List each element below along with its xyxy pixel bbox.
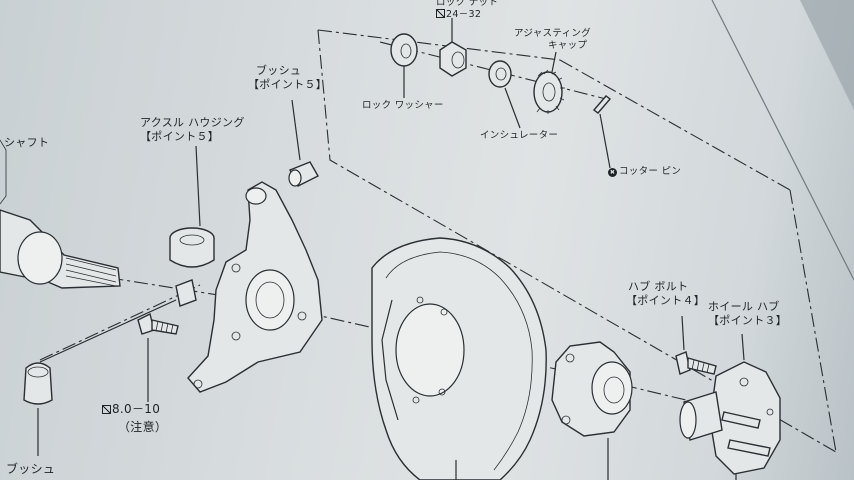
lock-nut-part <box>439 41 467 77</box>
lock-washer-label: ロック ワッシャー <box>362 100 444 111</box>
hub-bearing-part <box>551 341 633 437</box>
bush-top-part <box>288 161 319 187</box>
adjusting-cap-label-line1: アジャスティング <box>514 28 591 39</box>
insulator-label: インシュレーター <box>480 130 559 141</box>
wheel-hub-part <box>679 361 781 475</box>
cotter-pin-label: コッター ピン <box>608 166 681 177</box>
insulator-part <box>488 60 512 88</box>
lock-nut-label: ロック ナット <box>436 0 499 8</box>
dust-cover-part <box>371 237 547 480</box>
axle-housing-label-line1: アクスル ハウジング <box>140 116 245 129</box>
bush-bottom-part <box>23 362 53 405</box>
leader-insulator <box>504 87 521 129</box>
axle-housing-label-line2: 【ポイント５】 <box>140 130 220 143</box>
drive-shaft-part <box>0 139 121 289</box>
bush-top-label-line1: ブッシュ <box>256 64 302 77</box>
lock-washer-part <box>390 33 418 67</box>
leader-wheel-hub <box>741 333 745 361</box>
wheel-hub-label-line2: 【ポイント３】 <box>708 314 788 327</box>
housing-link-line <box>39 299 177 363</box>
housing-bush-part <box>169 227 215 268</box>
assembly-boundary-line <box>317 29 837 453</box>
axle-housing-part <box>187 181 323 393</box>
shaft-axis-line <box>39 284 201 361</box>
shaft-label: シャフト <box>4 136 50 149</box>
adjusting-cap-label-line2: キャップ <box>548 40 588 51</box>
housing-pin-part <box>175 279 197 307</box>
bush-bottom-label: ブッシュ <box>6 462 56 476</box>
leader-adjusting-cap <box>551 51 557 73</box>
assembly-boundary-line-top <box>317 29 561 61</box>
lock-nut-torque-label: 24－32 <box>436 9 481 20</box>
bush-top-label-line2: 【ポイント５】 <box>248 78 328 91</box>
hub-bolt-label-line1: ハブ ボルト <box>628 280 689 293</box>
caution-label: （注意） <box>118 420 168 434</box>
leader-bush-top <box>291 99 301 161</box>
assembly-boundary-line-right-2 <box>789 189 837 453</box>
cotter-pin-part <box>592 95 612 114</box>
adjusting-cap-part <box>533 69 565 114</box>
leader-cotter-pin <box>599 113 611 169</box>
wheel-hub-label-line1: ホイール ハブ <box>708 300 780 313</box>
knuckle-bolt-part <box>137 312 179 335</box>
hub-bolt-part <box>675 351 717 375</box>
leader-axle-housing <box>195 145 201 227</box>
bolt-torque-label: 8.0－10 <box>102 402 160 416</box>
hub-bolt-label-line2: 【ポイント４】 <box>626 294 706 307</box>
leader-hub-bolt <box>681 315 685 351</box>
